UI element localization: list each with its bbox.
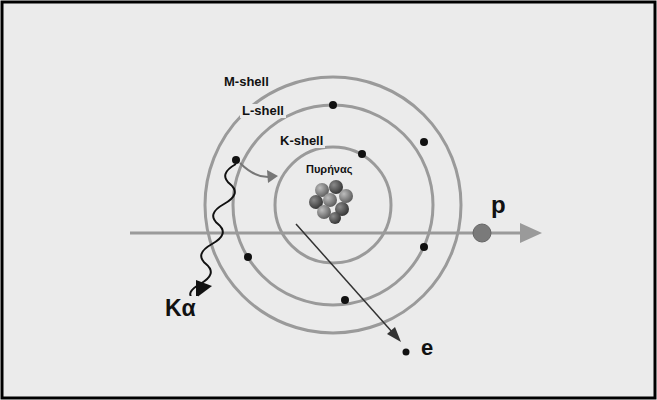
ejected-electron — [296, 224, 410, 356]
proton-track — [130, 223, 542, 243]
transition-arrow — [240, 163, 278, 183]
shell-label: L-shell — [240, 104, 286, 118]
x-ray-photon — [190, 164, 236, 298]
electrons — [232, 101, 428, 304]
nucleus-label: Πυρήνας — [304, 163, 354, 175]
m-shell-orbit — [205, 77, 461, 333]
nucleus — [309, 180, 353, 224]
k-shell-orbit — [275, 147, 391, 263]
proton-label: p — [489, 192, 508, 218]
shell-label: M-shell — [222, 75, 271, 89]
photon-label: Kα — [163, 296, 198, 321]
shell-label: K-shell — [278, 134, 325, 148]
l-shell-orbit — [233, 105, 433, 305]
electron-label: e — [419, 336, 435, 360]
